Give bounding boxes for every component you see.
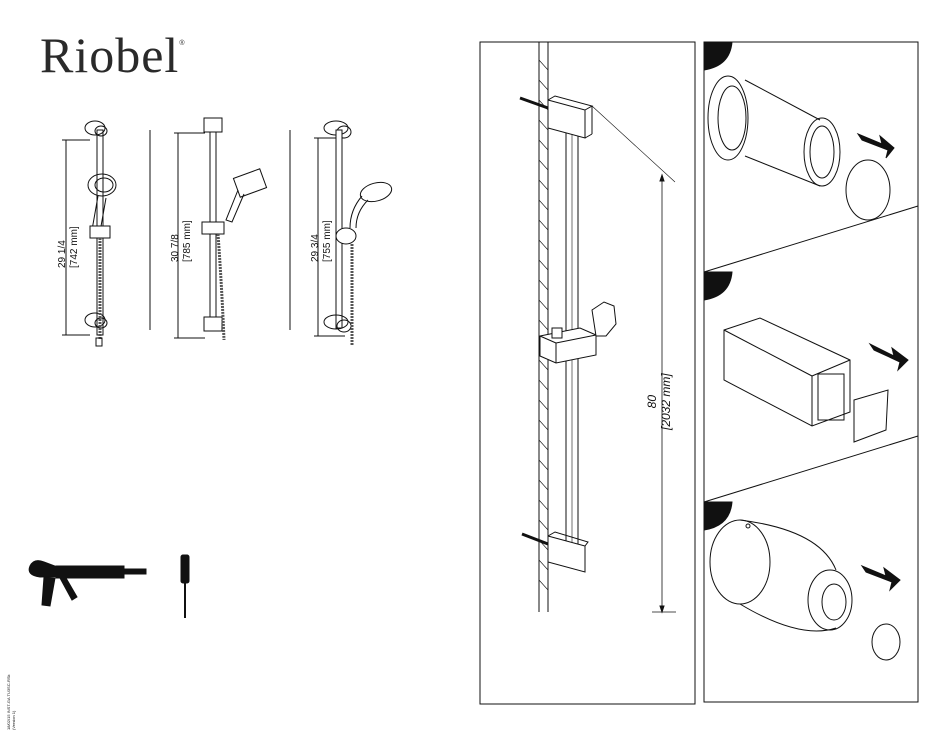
step-1-marker — [704, 42, 732, 70]
step-1-drawing — [708, 76, 894, 220]
step-2-marker — [704, 272, 732, 300]
variant-3-dimension: 29 3/4[755 mm] — [310, 220, 334, 262]
document-code: 18/02/15 INST-GA TU3SC-RSk(Version 1) — [6, 674, 16, 730]
step-3-marker — [704, 502, 732, 530]
screwdriver-icon — [181, 555, 189, 618]
caulking-gun-icon — [29, 561, 146, 606]
step-2-drawing — [724, 318, 908, 442]
variant-2-dimension: 30 7/8[785 mm] — [170, 220, 194, 262]
variant-1-dimension: 29 1/4[742 mm] — [57, 226, 81, 268]
main-dimension: 80[2032 mm] — [645, 373, 673, 430]
step-3-drawing — [710, 520, 900, 660]
